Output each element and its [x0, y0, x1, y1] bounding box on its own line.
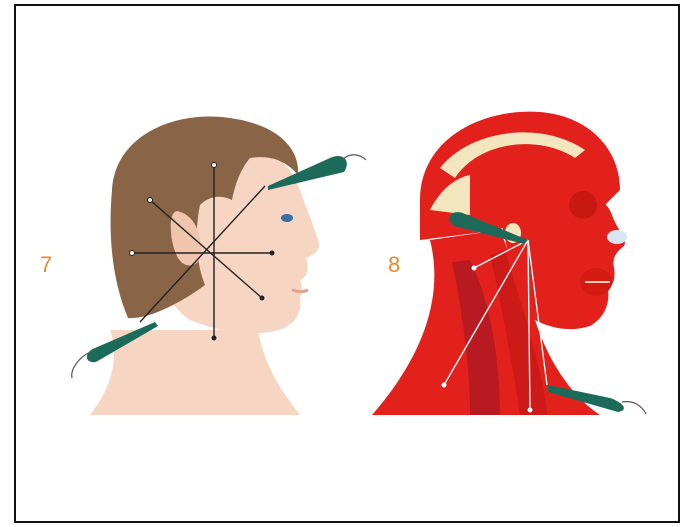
- point-right: [270, 251, 275, 256]
- eye: [281, 214, 293, 222]
- point-8-b: [442, 383, 447, 388]
- point-upper-left: [148, 198, 153, 203]
- point-8-a: [472, 266, 477, 271]
- lips: [292, 290, 308, 292]
- panel-8-head: [372, 112, 627, 415]
- point-left: [130, 251, 135, 256]
- panel-7-head: [90, 117, 319, 415]
- point-lower-right: [260, 296, 265, 301]
- orbicularis-oculi: [569, 191, 597, 219]
- point-8-c: [528, 408, 533, 413]
- point-top: [212, 163, 217, 168]
- nose-cartilage: [607, 230, 627, 244]
- point-bottom: [212, 336, 217, 341]
